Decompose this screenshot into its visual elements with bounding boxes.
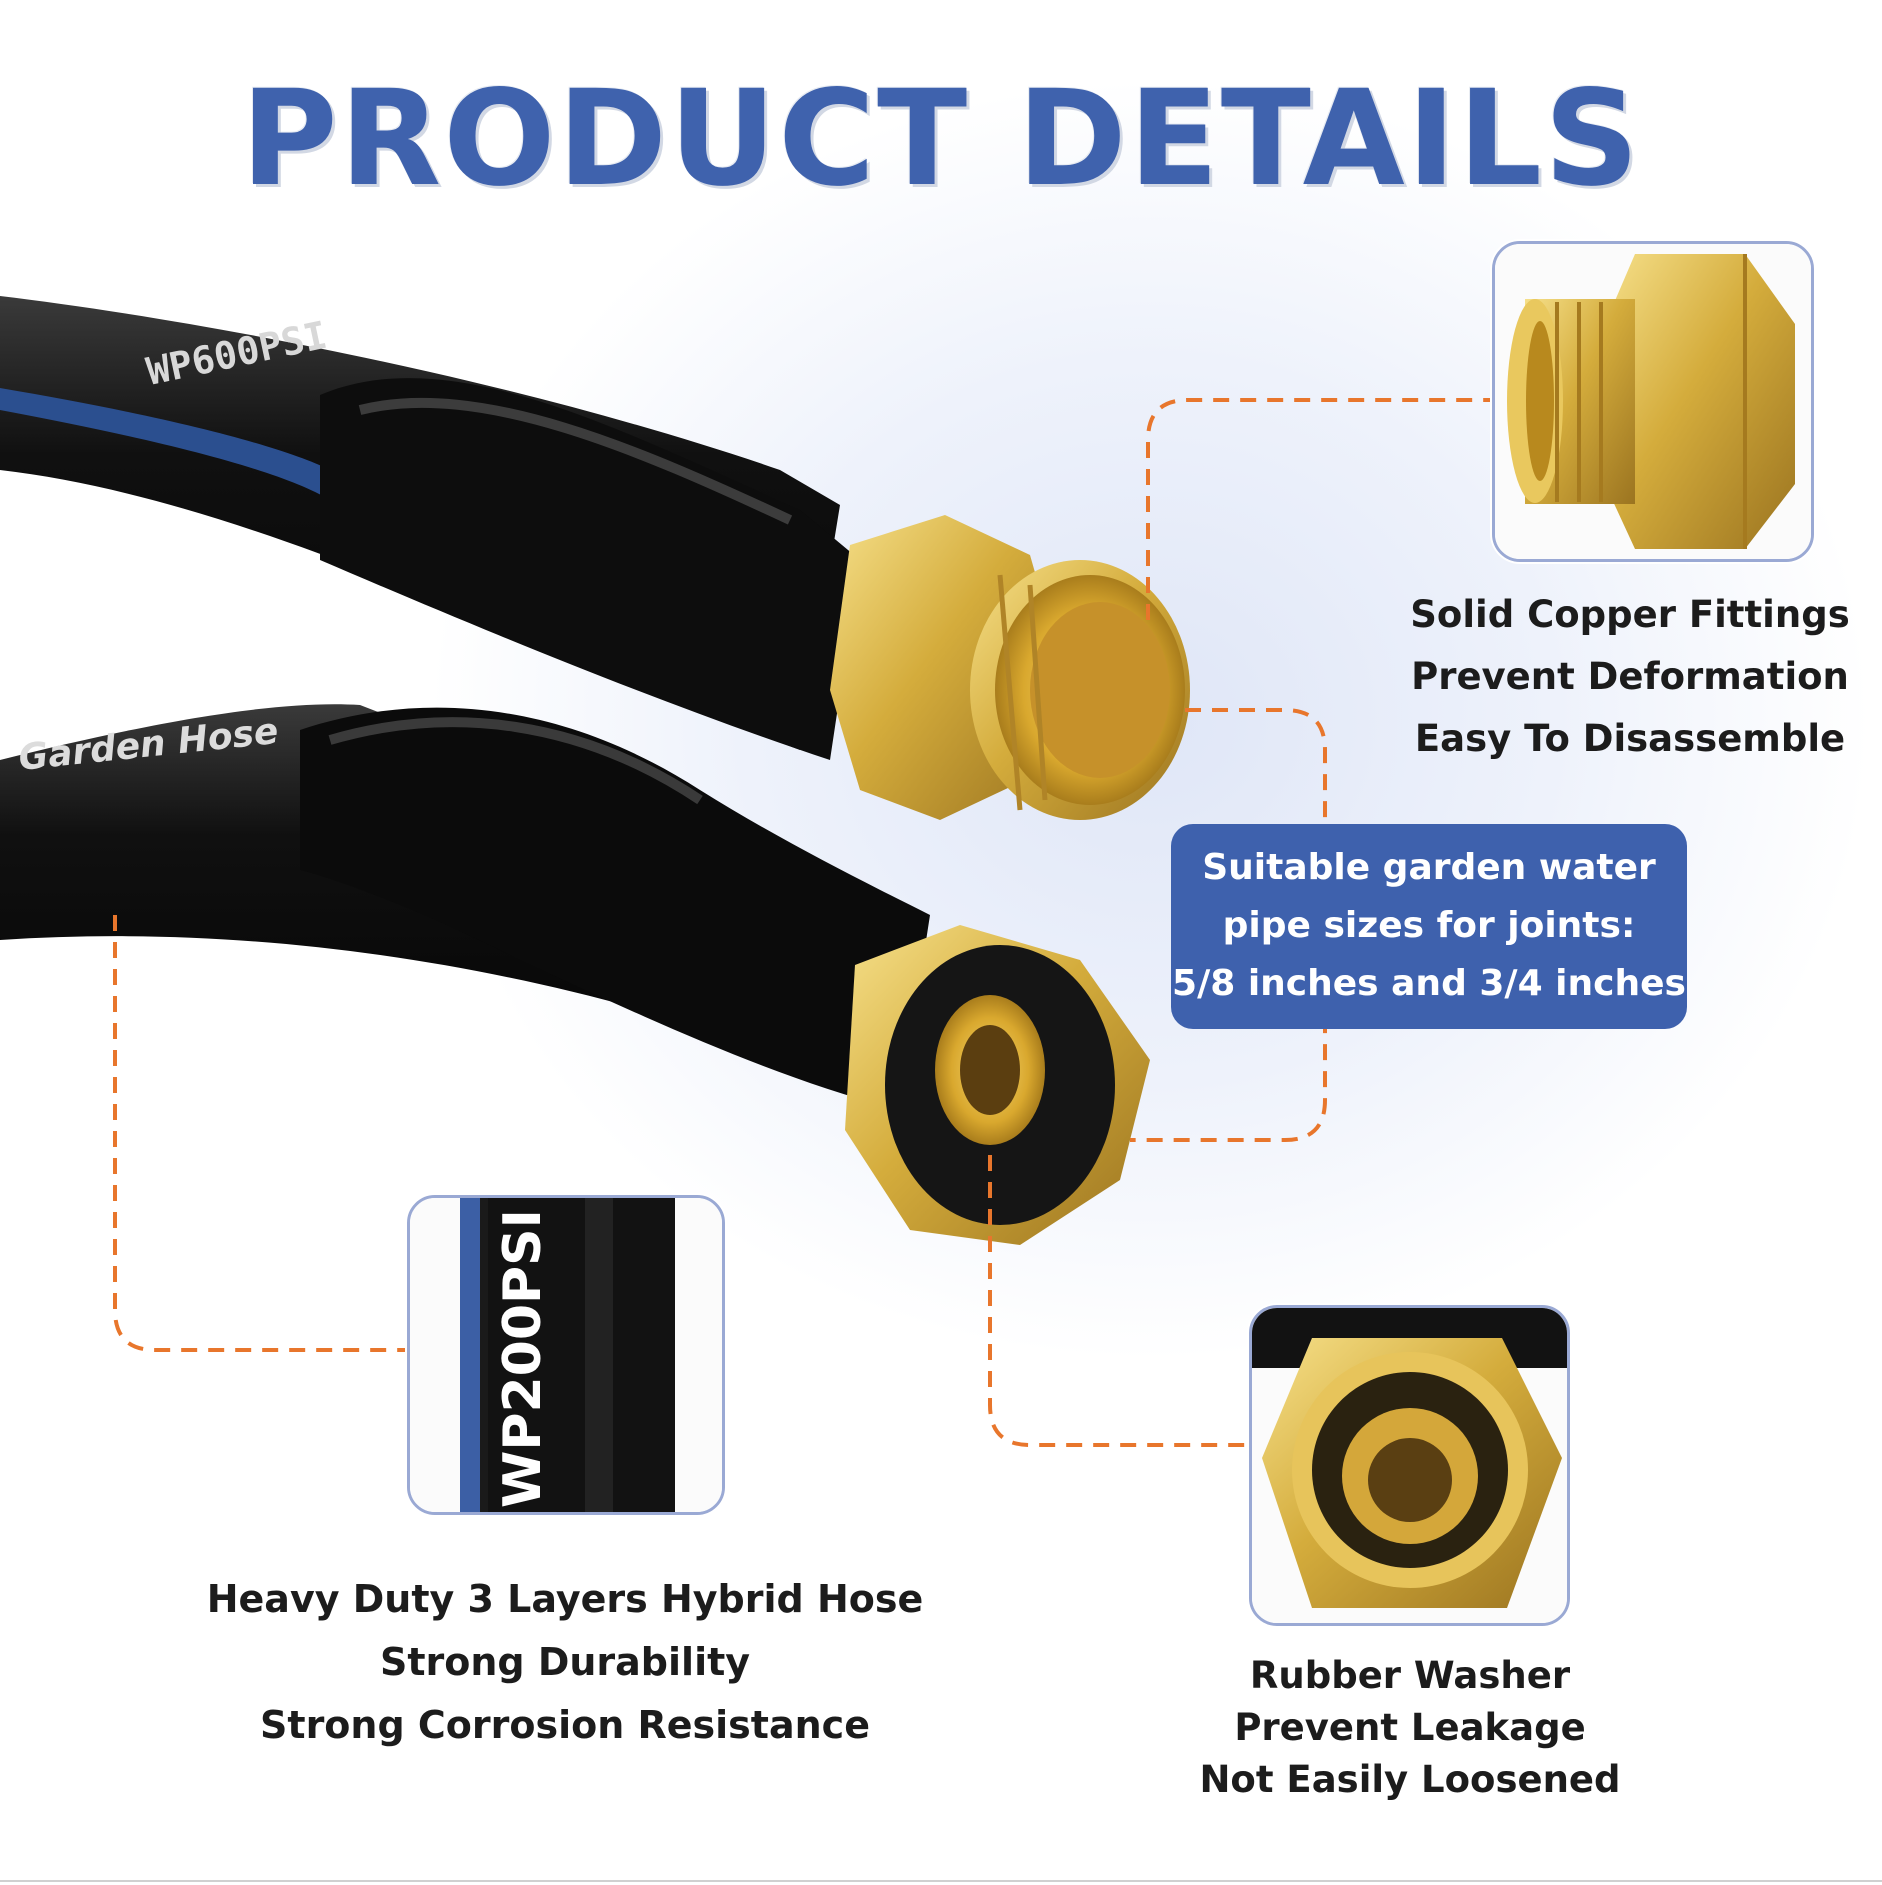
fittings-callout: Solid Copper Fittings Prevent Deformatio… [1390,584,1870,770]
hose-line-3: Strong Corrosion Resistance [260,1703,870,1747]
rubber-washer-image [1252,1308,1567,1623]
washer-closeup-inset [1249,1305,1570,1626]
male-brass-fitting [830,515,1190,820]
connector-washer [988,1155,1247,1447]
hose-closeup-image: WP200PSI [410,1198,722,1512]
washer-line-2: Prevent Leakage [1234,1706,1586,1749]
hose-callout: Heavy Duty 3 Layers Hybrid Hose Strong D… [205,1568,925,1757]
washer-line-3: Not Easily Loosened [1199,1758,1621,1801]
pipe-sizes-box: Suitable garden water pipe sizes for joi… [1171,824,1687,1029]
hose-line-1: Heavy Duty 3 Layers Hybrid Hose [206,1577,924,1621]
brass-male-fitting-image [1495,244,1811,559]
bottom-divider [0,1880,1882,1882]
sizes-line-2: pipe sizes for joints: [1222,905,1636,946]
washer-line-1: Rubber Washer [1249,1654,1571,1697]
hose-line-2: Strong Durability [379,1640,751,1684]
fittings-line-2: Prevent Deformation [1411,655,1849,698]
female-brass-fitting [845,925,1150,1245]
inset-hose-print: WP200PSI [493,1209,553,1508]
lower-hose: Garden Hose [0,704,930,1110]
connector-hose [113,915,405,1352]
hose-closeup-inset: WP200PSI [407,1195,725,1515]
connector-fittings [1146,398,1490,620]
fittings-line-3: Easy To Disassemble [1414,717,1846,760]
upper-hose: WP600PSI [0,296,860,760]
fittings-line-1: Solid Copper Fittings [1410,593,1850,636]
washer-callout: Rubber Washer Prevent Leakage Not Easily… [1180,1650,1640,1806]
sizes-line-3: 5/8 inches and 3/4 inches [1172,963,1686,1004]
sizes-line-1: Suitable garden water [1202,847,1656,888]
page-title: PRODUCT DETAILS [240,62,1642,216]
fitting-closeup-inset [1492,241,1814,562]
